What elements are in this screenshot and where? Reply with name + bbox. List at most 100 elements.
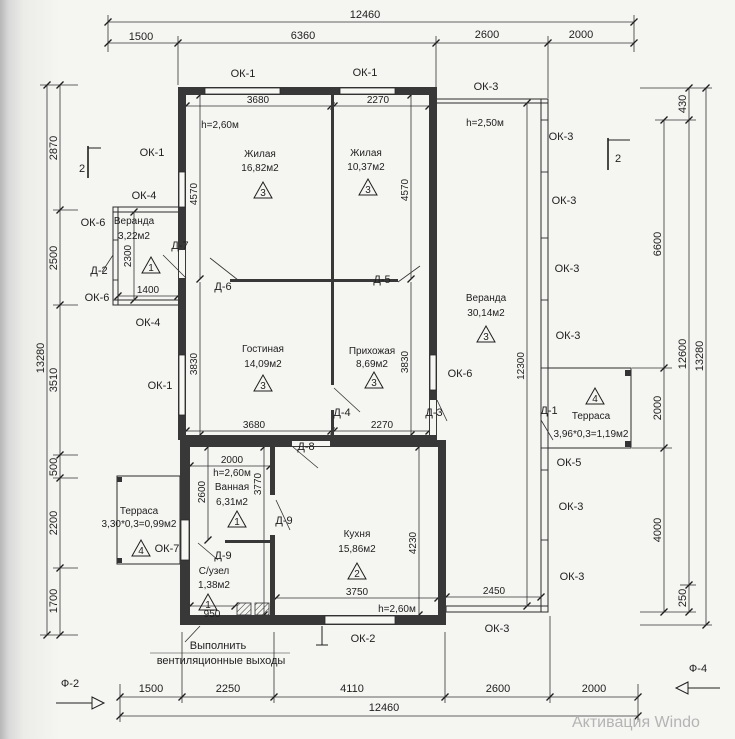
room-name: Терраса xyxy=(120,506,159,517)
walls-part xyxy=(334,279,398,282)
room-mark: 2 xyxy=(347,561,367,580)
door-label: Д-3 xyxy=(425,407,442,419)
door-label: Д-1 xyxy=(540,405,557,417)
window-label: ОК-6 xyxy=(448,368,473,380)
dim-label: 2000 xyxy=(652,396,664,420)
room-mark-part: 3 xyxy=(365,185,371,196)
dimension-tick xyxy=(546,693,554,701)
left-terrace-part xyxy=(117,558,122,563)
dim-label: 430 xyxy=(677,95,689,113)
vent-symbol xyxy=(316,626,328,646)
room-living-2: Жилая 10,37м2 3 xyxy=(347,148,385,196)
dimension-tick xyxy=(407,275,415,283)
dim-label: 2000 xyxy=(221,455,244,466)
room-mark-part xyxy=(131,538,151,557)
dim-label: 3680 xyxy=(243,420,266,431)
dimension-tick xyxy=(43,631,51,639)
dimension-tick xyxy=(56,631,64,639)
dim-label: 3770 xyxy=(253,472,264,495)
windows-part xyxy=(180,519,190,561)
window-label: ОК-4 xyxy=(136,317,161,329)
dim-label: 4570 xyxy=(189,182,200,205)
dimension-tick xyxy=(116,712,124,720)
room-name: Веранда xyxy=(466,293,507,304)
walls-part xyxy=(186,435,436,440)
dim-overall-bottom: 12460 xyxy=(369,702,400,714)
right-veranda-frame-part xyxy=(540,98,549,613)
dimension-tick xyxy=(56,474,64,482)
dim-label: 2270 xyxy=(367,95,390,106)
dimension-tick xyxy=(56,301,64,309)
walls-part xyxy=(270,447,275,495)
dimension-tick xyxy=(116,693,124,701)
window-label: ОК-1 xyxy=(148,380,173,392)
windows-part xyxy=(339,87,396,95)
dimension-tick xyxy=(43,81,51,89)
dim-label: 1500 xyxy=(139,683,163,695)
axis-mark-left-part xyxy=(91,696,106,710)
room-mark-part: 1 xyxy=(234,517,240,528)
door-swing-lines-part xyxy=(209,257,239,281)
room-mark-part xyxy=(364,370,384,389)
dim-label: 2300 xyxy=(123,244,134,267)
door-openings xyxy=(179,250,436,446)
door-swing-lines-part xyxy=(162,254,187,279)
walls-part xyxy=(429,87,437,440)
room-mark: 1 xyxy=(141,255,161,274)
dim-label: 3830 xyxy=(400,350,411,373)
room-mark: 4 xyxy=(585,386,605,405)
room-bathroom: Ванная 6,31м2 1 xyxy=(215,482,249,528)
room-mark-part: 1 xyxy=(148,263,154,274)
door-label: Д-7 xyxy=(171,240,188,252)
window-label: ОК-4 xyxy=(132,190,157,202)
door-openings-part xyxy=(179,250,185,278)
ceiling-heights: h=2,60м h=2,50м h=2,60м h=2,60м xyxy=(201,118,504,615)
dimension-tick xyxy=(630,18,638,26)
room-veranda-small: Веранда 3,22м2 1 xyxy=(114,216,161,274)
room-mark-part xyxy=(476,324,496,343)
ventilation-blocks xyxy=(236,602,270,616)
room-mark-part xyxy=(585,386,605,405)
section-mark-left: 2 xyxy=(79,146,101,178)
right-veranda-frame-part xyxy=(445,605,549,613)
door-swing-lines-part xyxy=(540,419,554,441)
room-mark-part xyxy=(227,509,247,528)
door-label: Д-8 xyxy=(297,441,314,453)
dim-label: 2500 xyxy=(48,246,60,270)
dim-label: 2600 xyxy=(197,480,208,503)
room-area: 8,69м2 xyxy=(356,359,388,370)
dim-label: 12300 xyxy=(516,352,527,380)
room-name: Веранда xyxy=(114,216,155,227)
door-label: Д-9 xyxy=(275,515,292,527)
door-swing-lines-part xyxy=(333,387,361,413)
axis-mark-right: Ф-4 xyxy=(674,663,720,695)
room-area: 6,31м2 xyxy=(216,497,248,508)
dimension-tick xyxy=(660,444,668,452)
dimension-tick xyxy=(178,693,186,701)
room-terrace-right: Терраса 3,96*0,3=1,19м2 4 xyxy=(554,386,629,440)
door-labels: Д-7 Д-6 Д-5 Д-2 Д-4 Д-3 Д-8 Д-1 Д-9 Д-9 xyxy=(90,240,557,562)
window-label: ОК-3 xyxy=(559,501,584,513)
ceiling-height: h=2,60м xyxy=(201,120,239,131)
room-mark-part xyxy=(141,255,161,274)
axis-mark-right-part xyxy=(674,681,689,695)
dim-label: 2600 xyxy=(486,683,510,695)
dim-label: 1500 xyxy=(129,31,153,43)
dimension-tick xyxy=(660,116,668,124)
door-swing-lines-part xyxy=(197,542,219,561)
dim-label: 2270 xyxy=(371,420,394,431)
axis-label: Ф-4 xyxy=(689,663,707,675)
dim-label: 3830 xyxy=(189,352,200,375)
dimension-tick xyxy=(544,39,552,47)
dim-label: 2870 xyxy=(48,136,60,160)
dimension-tick xyxy=(56,206,64,214)
room-mark-part xyxy=(198,592,218,611)
room-mark-part: 3 xyxy=(260,381,266,392)
dimension-tick xyxy=(634,693,642,701)
right-terrace-part xyxy=(547,367,632,449)
room-name: Жилая xyxy=(350,148,382,159)
door-label: Д-4 xyxy=(333,407,350,419)
window-label: ОК-3 xyxy=(549,131,574,143)
room-area: 14,09м2 xyxy=(244,359,282,370)
